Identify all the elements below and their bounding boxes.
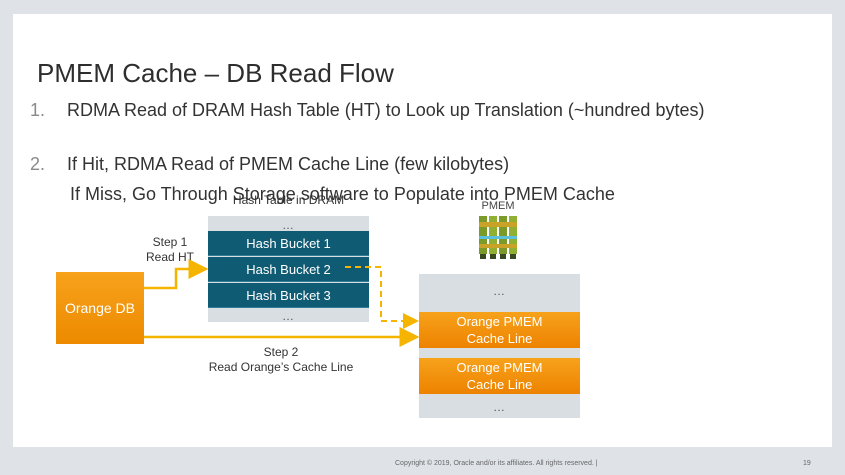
cache-line-text: Cache Line bbox=[466, 331, 533, 346]
step1-line1: Step 1 bbox=[152, 235, 188, 249]
pmem-cache-line-1: Orange PMEM Cache Line bbox=[419, 312, 580, 348]
sub-bullet: If Miss, Go Through Storage software to … bbox=[70, 184, 615, 204]
bullet-number: 2. bbox=[30, 154, 46, 174]
page-number: 19 bbox=[803, 460, 811, 467]
bullet-1: 1. RDMA Read of DRAM Hash Table (HT) to … bbox=[30, 99, 710, 145]
step1-label: Step 1 Read HT bbox=[134, 235, 206, 265]
hash-table-top-ellipsis: … bbox=[282, 218, 295, 232]
step1-arrow bbox=[144, 259, 209, 290]
bullet-text: RDMA Read of DRAM Hash Table (HT) to Loo… bbox=[67, 100, 705, 120]
pmem-bottom-ellipsis: … bbox=[493, 400, 506, 414]
pmem-title: PMEM bbox=[481, 200, 515, 212]
copyright-footer: Copyright © 2019, Oracle and/or its affi… bbox=[395, 460, 598, 467]
step1-line2: Read HT bbox=[145, 250, 195, 264]
lookup-dashed-arrow bbox=[345, 266, 419, 329]
cache-line-text: Orange PMEM bbox=[456, 314, 543, 329]
pmem-cache-line-2: Orange PMEM Cache Line bbox=[419, 358, 580, 394]
pmem-top-ellipsis: … bbox=[493, 284, 506, 298]
cache-line-text: Cache Line bbox=[466, 377, 533, 392]
slide-title: PMEM Cache – DB Read Flow bbox=[37, 58, 394, 88]
hash-bucket-2: Hash Bucket 2 bbox=[208, 257, 369, 282]
orange-db-box: Orange DB bbox=[56, 272, 144, 344]
bullet-2: 2. If Hit, RDMA Read of PMEM Cache Line … bbox=[30, 153, 650, 175]
pmem-module-icon bbox=[479, 216, 517, 259]
cache-line-text: Orange PMEM bbox=[456, 360, 543, 375]
hash-bucket-1: Hash Bucket 1 bbox=[208, 231, 369, 256]
step2-label: Step 2 Read Orange’s Cache Line bbox=[196, 345, 366, 375]
bullet-number: 1. bbox=[30, 100, 46, 120]
step2-line1: Step 2 bbox=[263, 345, 299, 359]
hash-table-title: Hash Table in DRAM bbox=[232, 193, 345, 207]
hash-table-bottom-ellipsis: … bbox=[282, 309, 295, 323]
hash-bucket-3: Hash Bucket 3 bbox=[208, 283, 369, 308]
step2-line2: Read Orange’s Cache Line bbox=[208, 360, 354, 374]
bullet-text: If Hit, RDMA Read of PMEM Cache Line (fe… bbox=[67, 154, 510, 174]
